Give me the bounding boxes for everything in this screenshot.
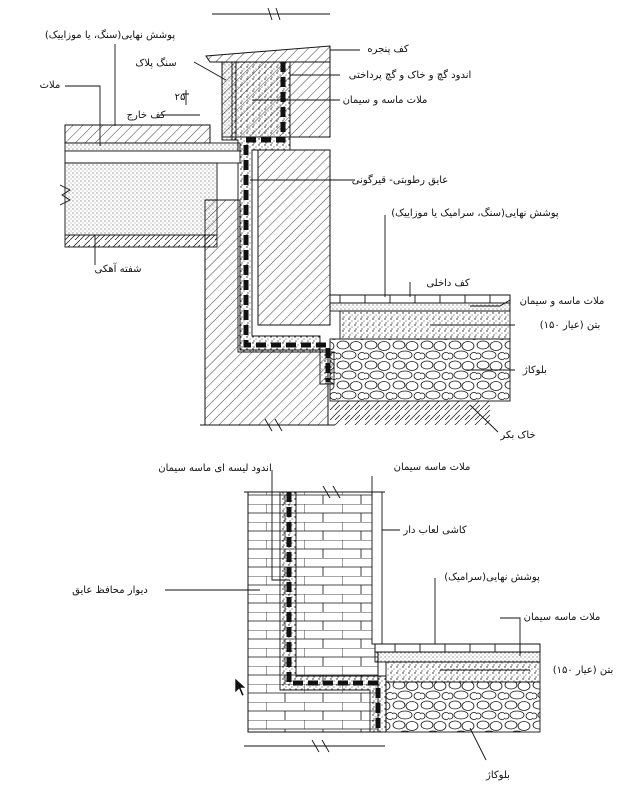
bottom-bottom-break: [244, 739, 385, 753]
brick-wall: [247, 491, 379, 733]
outer-soil: [64, 234, 218, 248]
label-inner-floor: کف داخلی: [426, 278, 470, 289]
inner-final-cover: [329, 294, 511, 304]
label-sand-cement-mortar: ملات ماسه و سیمان: [343, 95, 428, 106]
wall-top-break: [212, 7, 330, 21]
outer-mortar: [64, 142, 241, 152]
lime-concrete-layer: [64, 162, 218, 236]
label-interior-plaster: اندود گچ و خاک و گچ پرداختی: [349, 69, 472, 81]
ceramic-cover: [374, 643, 541, 653]
bottom-break-line: [200, 418, 335, 432]
label-final-cover-ceramic-mosaic: پوشش نهایی(سنگ، سرامیک یا موزاییک): [391, 207, 559, 219]
waterproofing-line: [243, 62, 331, 382]
label-waterproofing: عایق رطوبتی- قیرگونی: [352, 174, 449, 186]
tile-joints: [339, 295, 491, 303]
top-detail: پوشش نهایی(سنگ، یا موزاییک) سنگ پلاک ملا…: [40, 7, 605, 441]
glazed-tile-face: [371, 491, 383, 645]
bottom-detail: اندود لیسه ای ماسه سیمان ملات ماسه سیمان…: [72, 462, 613, 781]
window-sill: [205, 45, 331, 63]
threshold-stone: [221, 61, 237, 141]
top-leaders: [65, 44, 515, 433]
label-mortar: ملات: [40, 80, 61, 91]
bottom-leaders: [165, 470, 530, 761]
bottom-concrete: [385, 661, 541, 683]
left-break-line: [59, 184, 71, 206]
label-window-sill: کف پنجره: [367, 44, 409, 55]
label-virgin-soil: خاک بکر: [499, 430, 535, 441]
main-wall: [257, 149, 331, 326]
ceramic-joints: [394, 644, 521, 652]
label-outer-floor: کف خارج: [127, 110, 166, 121]
label-cement-mortar: ملات ماسه سیمان: [524, 612, 601, 623]
virgin-soil: [330, 401, 490, 425]
label-final-cover-stone-mosaic: پوشش نهایی(سنگ، یا موزاییک): [45, 29, 175, 41]
label-concrete-150: بتن (عیار ۱۵۰): [540, 320, 601, 331]
bottom-top-break: [244, 485, 385, 499]
label-threshold-stone: سنگ پلاک: [135, 57, 176, 69]
label-step-height: ۲۵: [175, 92, 186, 103]
label-cement-render: اندود لیسه ای ماسه سیمان: [158, 463, 271, 474]
bottom-mortar-layer: [374, 651, 541, 663]
label-boulders: بلوکاژ: [522, 365, 547, 376]
label-protective-wall: دیوار محافظ عایق: [72, 585, 148, 596]
bottom-waterproofing-line: [286, 492, 381, 732]
label-concrete-150-bottom: بتن (عیار ۱۵۰): [553, 665, 614, 676]
bottom-boulders: [385, 681, 541, 733]
mortar-band: [231, 61, 335, 385]
outer-final-cover: [64, 124, 211, 144]
label-final-cover-ceramic: پوشش نهایی(سرامیک): [444, 572, 540, 583]
mouse-pointer-icon: [234, 677, 247, 697]
label-sand-cement-mortar-2: ملات ماسه و سیمان: [520, 296, 605, 307]
label-boulders-bottom: بلوکاژ: [485, 770, 510, 781]
label-glazed-tile: کاشی لعاب دار: [402, 525, 467, 536]
label-lime-concrete: شفته آهکی: [95, 262, 142, 275]
label-cement-mortar-top: ملات ماسه سیمان: [394, 462, 471, 473]
inner-mortar: [329, 302, 511, 312]
outer-sub-layer: [64, 150, 241, 164]
